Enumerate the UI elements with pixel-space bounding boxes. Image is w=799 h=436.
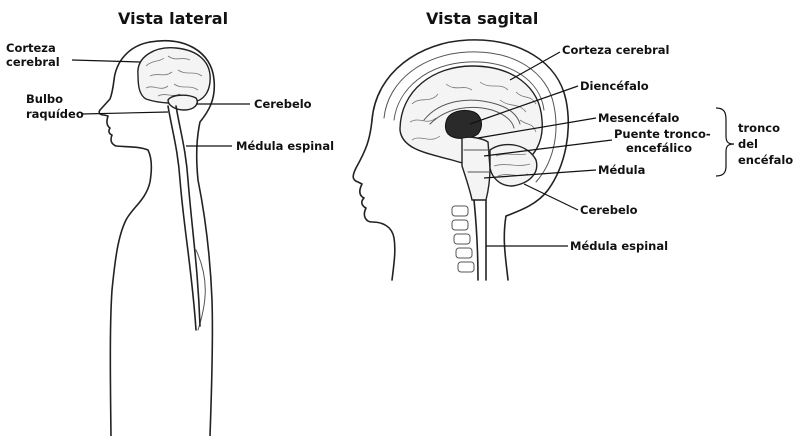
lateral-cerebellum [168, 95, 197, 110]
lateral-label-medula-espinal: Médula espinal [236, 139, 334, 153]
sagittal-label-tronco-2: del [738, 137, 758, 151]
lateral-body-outline [99, 42, 151, 436]
sagittal-label-corteza: Corteza cerebral [562, 43, 669, 57]
lateral-label-corteza-1: Corteza [6, 41, 56, 55]
sagittal-view: Vista sagital [353, 9, 793, 280]
sagittal-label-puente-2: encefálico [626, 141, 692, 155]
sagittal-spinal-cord [474, 200, 478, 280]
brainstem-brace [716, 108, 734, 176]
sagittal-label-cerebelo: Cerebelo [580, 203, 638, 217]
sagittal-label-tronco-1: tronco [738, 121, 780, 135]
sagittal-label-diencefalo: Diencéfalo [580, 79, 649, 93]
lateral-view: Vista lateral Corteza cerebral Bulbo raq… [6, 9, 334, 436]
lateral-label-bulbo-2: raquídeo [26, 107, 84, 121]
sagittal-label-medula-espinal: Médula espinal [570, 239, 668, 253]
sagittal-diencephalon [445, 110, 481, 138]
sagittal-label-tronco-3: encéfalo [738, 153, 793, 167]
sagittal-leader-cerebelo [524, 184, 578, 210]
lateral-label-bulbo-1: Bulbo [26, 92, 63, 106]
sagittal-face-outline [353, 120, 395, 280]
sagittal-label-mesencefalo: Mesencéfalo [598, 111, 679, 125]
sagittal-view-title: Vista sagital [426, 9, 538, 28]
lateral-leader-corteza [72, 60, 140, 62]
sagittal-vertebrae [452, 206, 474, 272]
sagittal-brainstem [462, 137, 490, 200]
lateral-spinal-cord-inner [176, 106, 200, 326]
sagittal-label-medula: Médula [598, 163, 645, 177]
lateral-label-corteza-2: cerebral [6, 55, 60, 69]
lateral-leader-bulbo [82, 112, 168, 114]
lateral-view-title: Vista lateral [118, 9, 228, 28]
lateral-label-cerebelo: Cerebelo [254, 97, 312, 111]
sagittal-label-puente-1: Puente tronco- [614, 127, 711, 141]
